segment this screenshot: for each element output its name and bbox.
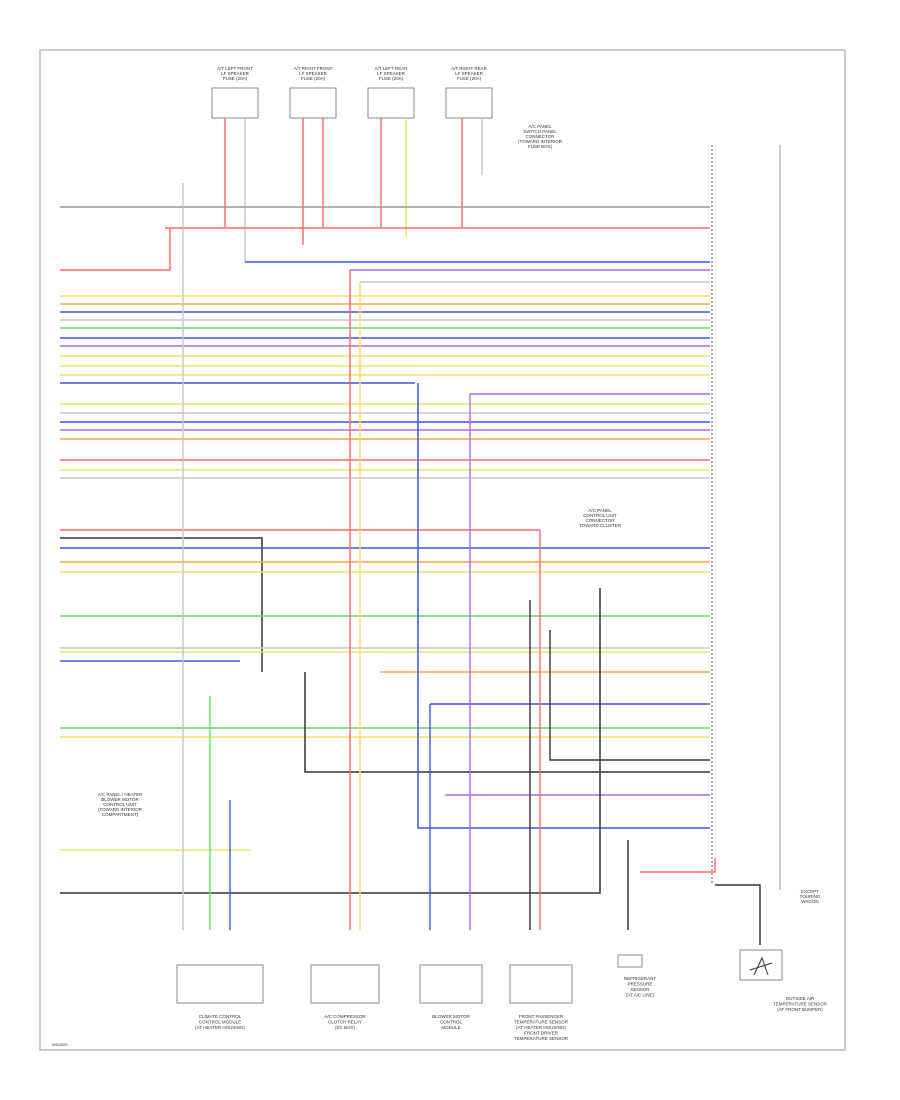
diagram-border [39,49,846,1051]
refrigerant-pressure-sensor [617,954,643,968]
wire-bundle [60,206,710,894]
blower-motor-control-module [419,964,483,1004]
fuse-box-1 [211,87,259,119]
ac-compressor-relay [310,964,380,1004]
temperature-sensor-block [509,964,573,1004]
fuse-box-2 [289,87,337,119]
climate-control-module [176,964,264,1004]
component-feeders [182,183,761,945]
thermistor-icon [749,956,773,976]
outside-air-sensor [739,949,783,981]
footer-code: WD0000 [52,1042,68,1047]
fuse-box-4 [445,87,493,119]
fuse-box-3 [367,87,415,119]
fuse-wires [224,118,710,263]
right-connector [711,145,781,890]
